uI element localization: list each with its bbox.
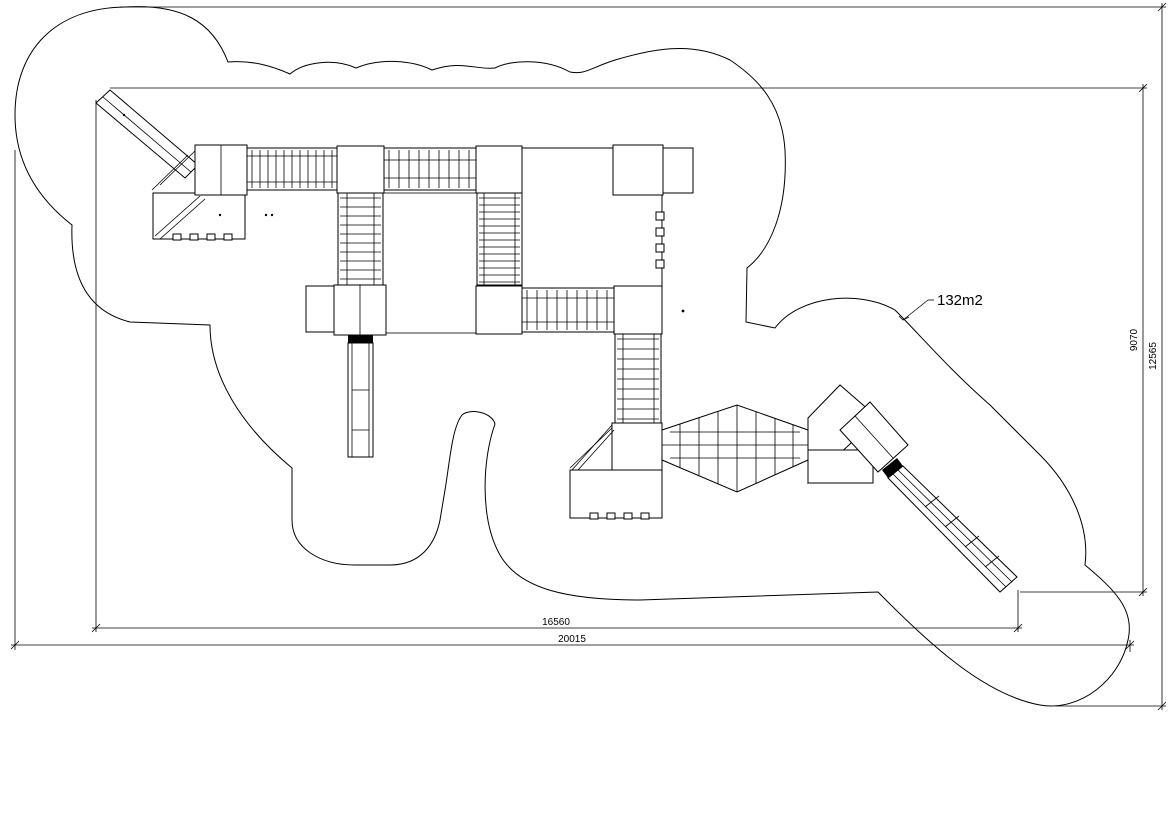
tower-top-2	[336, 145, 385, 194]
dim-inner-width: 16560	[542, 617, 570, 628]
bridge-vertical-middle	[476, 192, 523, 286]
lower-tower	[569, 422, 663, 520]
dim-outer-height: 12565	[1148, 342, 1159, 370]
dimension-lines	[10, 2, 1167, 711]
play-structure	[95, 89, 1018, 593]
deck-top-right	[521, 144, 694, 289]
bridge-middle-right	[521, 287, 615, 333]
safety-zone-outline	[14, 6, 1130, 707]
bridge-vertical-right	[614, 333, 662, 425]
area-leader	[898, 299, 934, 321]
dim-outer-width: 20015	[558, 634, 586, 645]
bridge-top-2	[383, 147, 477, 191]
left-platform	[152, 192, 246, 241]
net-tunnel	[661, 404, 809, 493]
middle-row	[305, 284, 663, 336]
bridge-top-1	[246, 147, 338, 191]
inner-court	[382, 192, 478, 334]
far-right-tower	[807, 384, 909, 485]
left-slide	[95, 89, 199, 191]
tower-top-3	[475, 145, 523, 194]
bridge-vertical-left	[337, 192, 384, 286]
straight-slide	[347, 335, 374, 458]
diagonal-slide	[882, 458, 1018, 593]
safety-area-label: 132m2	[937, 292, 983, 309]
dim-inner-height: 9070	[1129, 328, 1140, 351]
